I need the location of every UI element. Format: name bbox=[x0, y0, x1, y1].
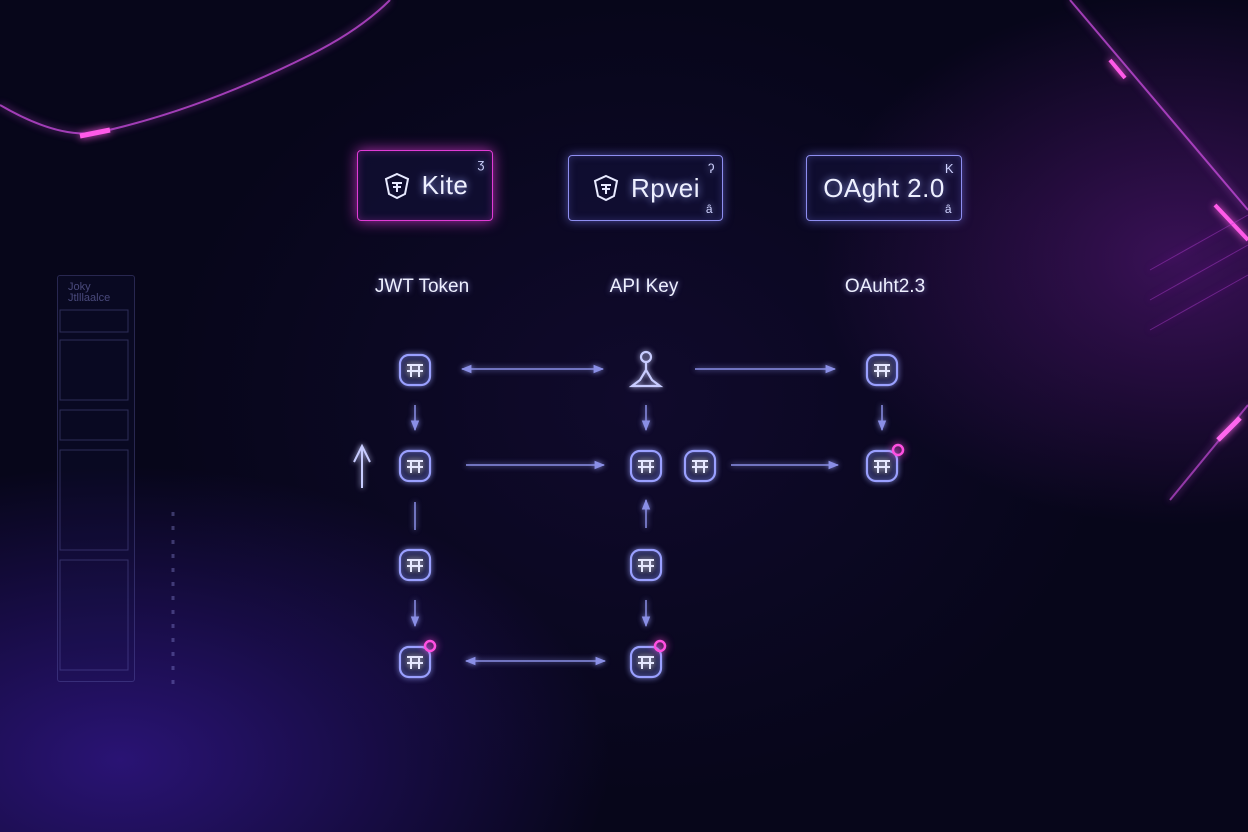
side-panel-rows bbox=[59, 309, 175, 690]
shield-glyph bbox=[407, 364, 423, 377]
shield-glyph bbox=[874, 364, 890, 377]
shield-glyph bbox=[407, 559, 423, 572]
card-oauth[interactable]: OAght 2.0 K ȃ bbox=[806, 155, 962, 221]
decor-streaks bbox=[0, 0, 1248, 501]
shield-glyph bbox=[692, 460, 708, 473]
arrow-up-head bbox=[353, 443, 371, 463]
card-rpvei-badge2: ȃ bbox=[705, 202, 713, 216]
decor-streak-top-left bbox=[0, 0, 391, 135]
key-icon[interactable] bbox=[628, 350, 664, 388]
pink-dot-icon bbox=[423, 639, 437, 653]
decor-flare-right bbox=[1213, 203, 1248, 242]
card-kite-badge: ʒ bbox=[477, 156, 485, 171]
column-label-oauth: OAuht2.3 bbox=[844, 276, 926, 297]
card-kite[interactable]: Kite ʒ bbox=[357, 150, 493, 221]
side-row-5 bbox=[59, 559, 129, 671]
shield-icon bbox=[593, 174, 619, 202]
shield-glyph bbox=[638, 559, 654, 572]
side-row-2 bbox=[59, 339, 129, 401]
card-oauth-label: OAght 2.0 bbox=[823, 172, 945, 203]
node-api-2[interactable] bbox=[629, 449, 663, 483]
shield-glyph bbox=[638, 460, 654, 473]
shield-glyph bbox=[638, 656, 654, 669]
node-oauth-1[interactable] bbox=[865, 353, 899, 387]
decor-flare-top-right bbox=[1108, 58, 1127, 80]
column-label-api-key: API Key bbox=[609, 276, 679, 297]
shield-glyph bbox=[874, 460, 890, 473]
node-api-4[interactable] bbox=[629, 645, 663, 679]
card-rpvei[interactable]: Rpvei ʔ ȃ bbox=[568, 155, 723, 221]
key-icon-ring bbox=[639, 350, 653, 364]
node-api-2b[interactable] bbox=[683, 449, 717, 483]
decor-streak-top-right bbox=[1069, 0, 1248, 211]
node-api-3[interactable] bbox=[629, 548, 663, 582]
key-icon-body bbox=[628, 362, 664, 388]
arrow-up-icon bbox=[353, 443, 371, 488]
node-jwt-1[interactable] bbox=[398, 353, 432, 387]
card-rpvei-label: Rpvei bbox=[631, 172, 700, 203]
node-jwt-2[interactable] bbox=[398, 449, 432, 483]
pink-dot-icon bbox=[653, 639, 667, 653]
side-row-4 bbox=[59, 449, 129, 551]
pink-dot-icon bbox=[891, 443, 905, 457]
side-panel: Joky Jtlllaalce bbox=[57, 275, 135, 682]
node-jwt-4[interactable] bbox=[398, 645, 432, 679]
column-label-jwt: JWT Token bbox=[374, 276, 470, 297]
card-kite-label: Kite bbox=[421, 170, 469, 200]
shield-glyph bbox=[407, 460, 423, 473]
card-rpvei-badge: ʔ bbox=[708, 161, 715, 176]
side-row-3 bbox=[59, 409, 129, 441]
node-oauth-2[interactable] bbox=[865, 449, 899, 483]
status-dots bbox=[423, 443, 905, 653]
shield-nodes bbox=[398, 353, 899, 679]
side-row-1 bbox=[59, 309, 129, 333]
decor-flare-top-left bbox=[79, 127, 111, 139]
node-jwt-3[interactable] bbox=[398, 548, 432, 582]
card-oauth-badge: K bbox=[944, 161, 954, 176]
decor-flare-right-lower bbox=[1216, 416, 1242, 442]
card-oauth-badge2: ȃ bbox=[944, 202, 952, 216]
side-panel-title: Joky Jtlllaalce bbox=[68, 281, 111, 304]
shield-icon bbox=[384, 172, 409, 199]
decor-stripes bbox=[1149, 214, 1248, 331]
connectors bbox=[410, 364, 887, 666]
shield-glyph bbox=[407, 656, 423, 669]
